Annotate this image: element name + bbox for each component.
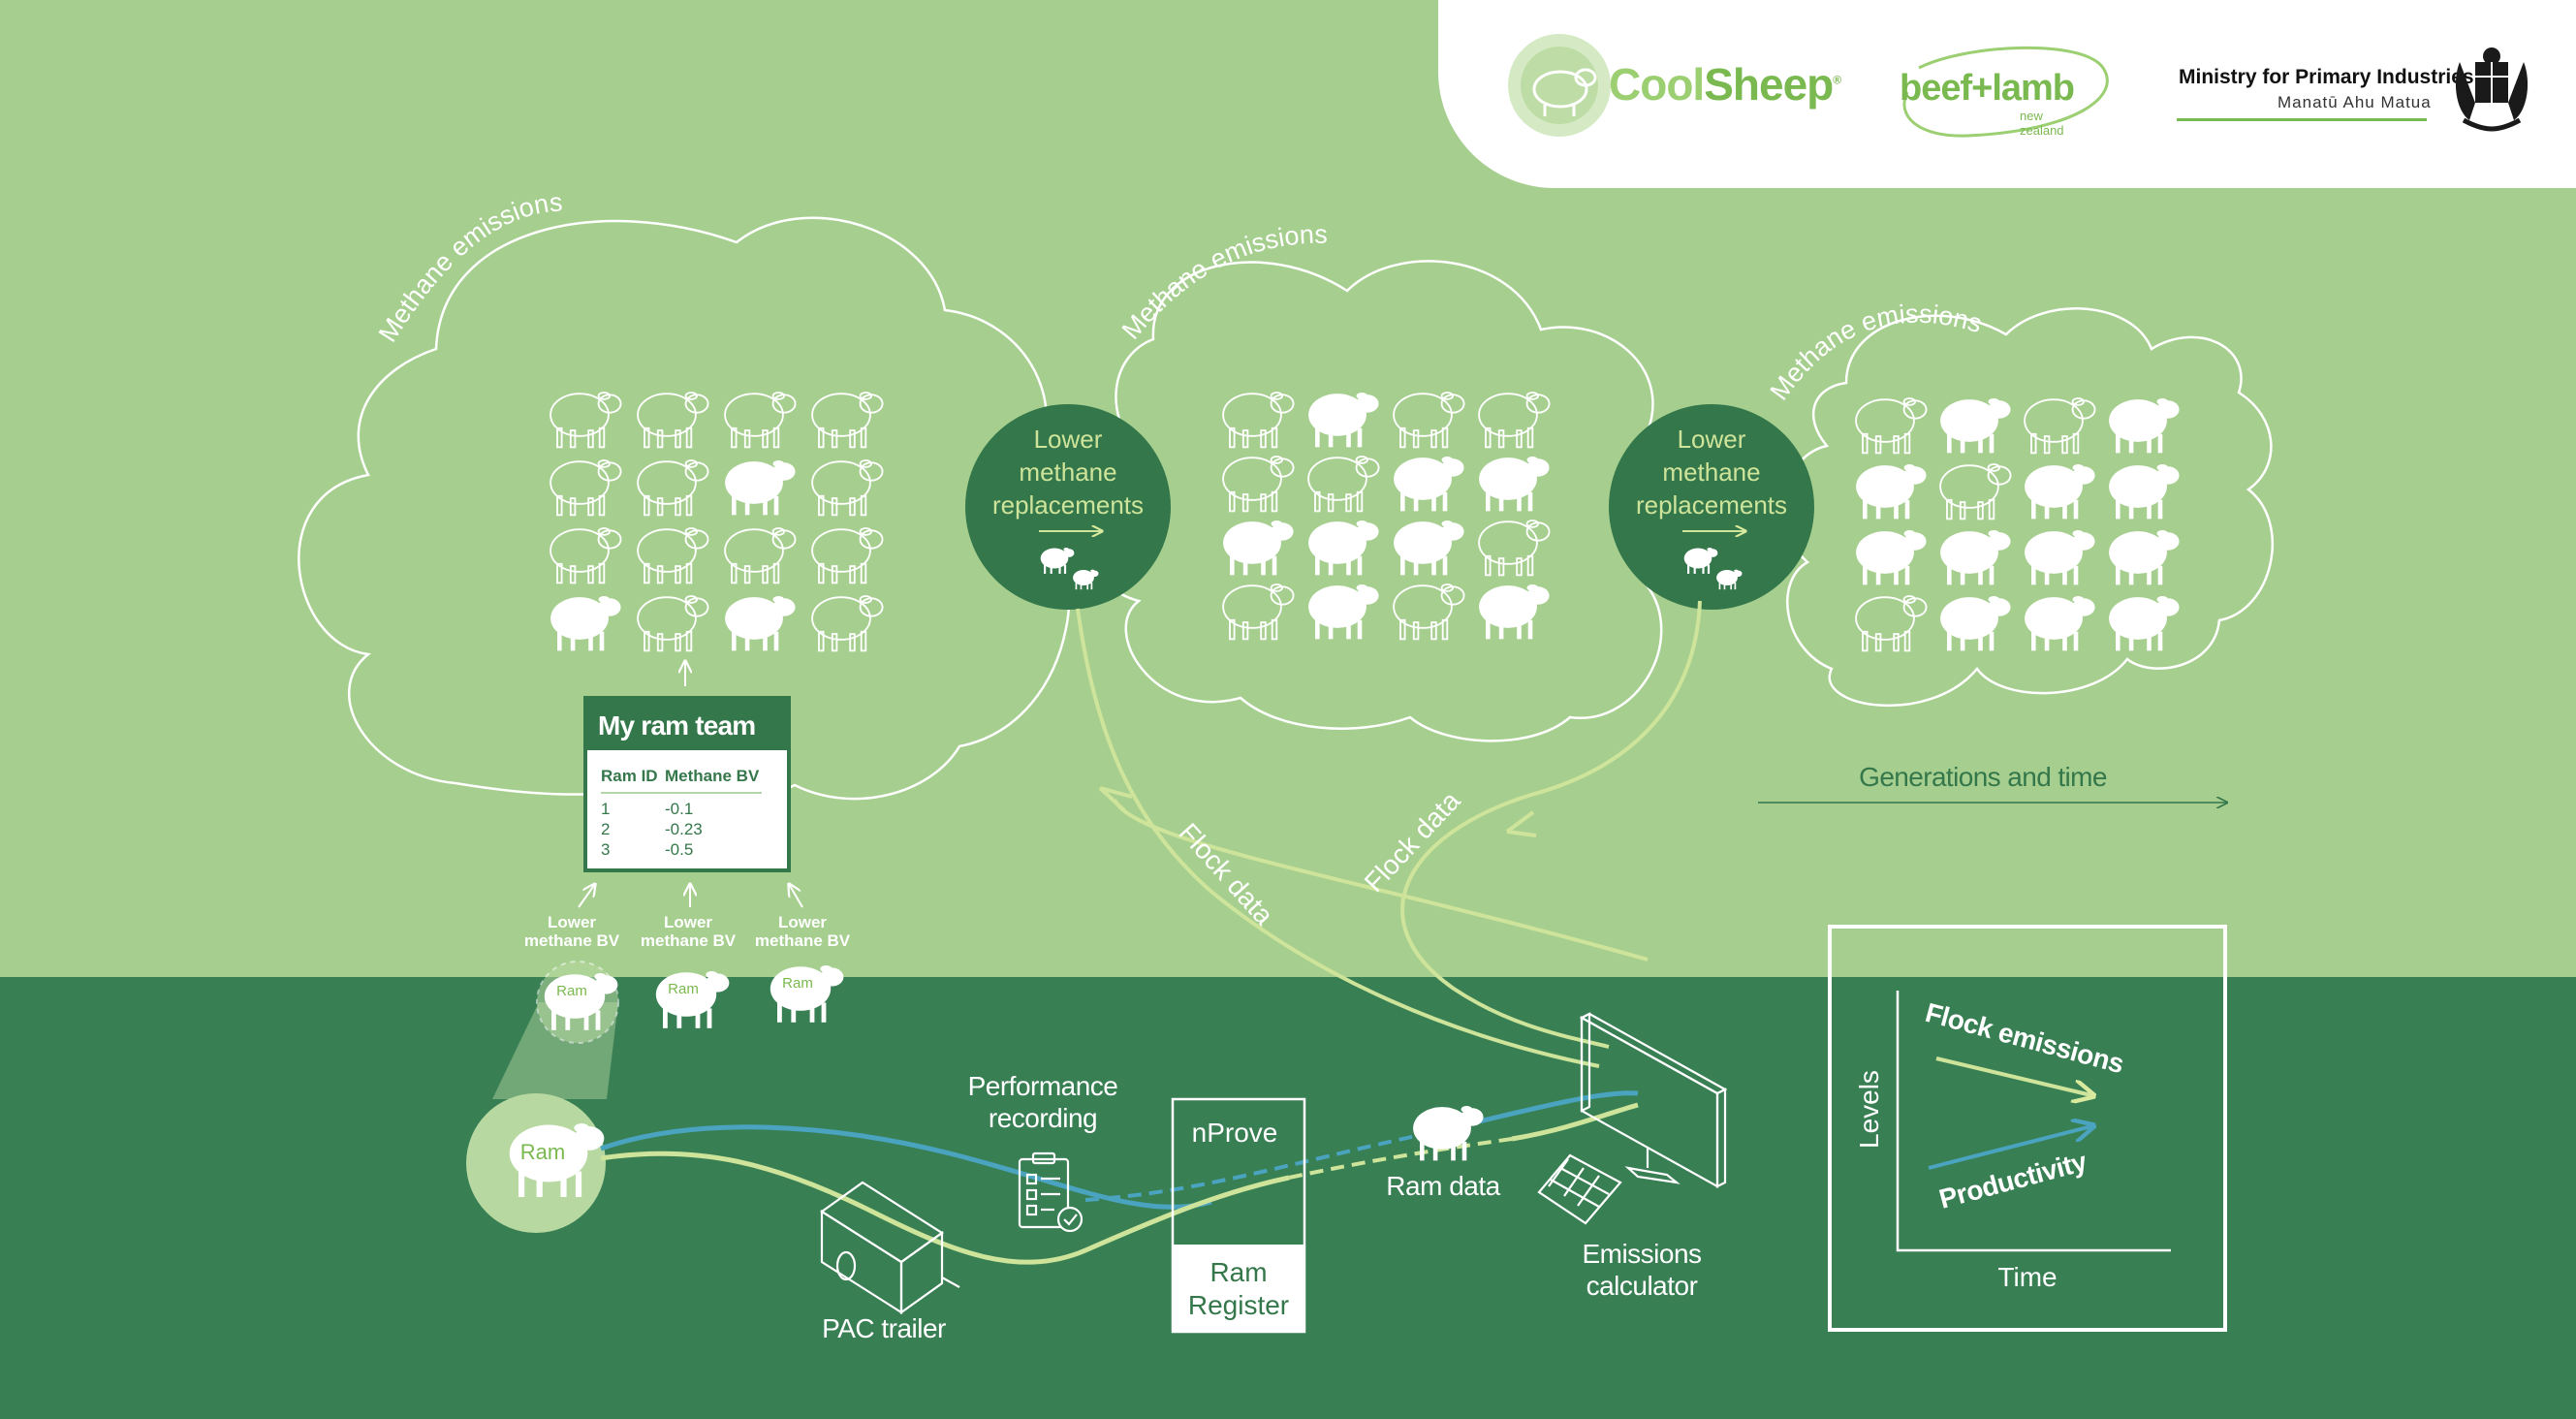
ram-1-label-line2: methane BV <box>524 931 620 950</box>
replacement-2-line2: methane <box>1662 457 1760 487</box>
col-ram-id: Ram ID <box>601 767 658 785</box>
beef-lamb-wordmark: beef+lamb <box>1900 68 2075 109</box>
blue-data-line-1 <box>600 1124 1212 1210</box>
registered-mark: ® <box>1833 73 1841 87</box>
ram-1-tag: Ram <box>556 983 587 999</box>
mpi-subtitle: Manatū Ahu Matua <box>2278 93 2432 111</box>
ram-1-label-line1: Lower <box>548 913 596 931</box>
col-methane-bv: Methane BV <box>665 767 760 785</box>
ram-icon-1: Ram <box>544 973 618 1030</box>
mpi-title: Ministry for Primary Industries <box>2179 66 2474 88</box>
performance-label-1: Performance <box>968 1071 1118 1101</box>
ram-3-label-line1: Lower <box>778 913 827 931</box>
ram-icon-2: Ram <box>655 971 730 1028</box>
ram-2-label-line2: methane BV <box>641 931 737 950</box>
ram-data-label: Ram data <box>1386 1171 1500 1201</box>
ram-icon-origin: Ram <box>509 1123 605 1197</box>
flock-data-flow-2 <box>1400 600 1702 1049</box>
row-1-bv: -0.1 <box>665 800 693 818</box>
nz-coat-of-arms-icon <box>2455 47 2529 132</box>
arrowhead-icon <box>1098 786 1133 812</box>
performance-label-2: recording <box>989 1103 1097 1133</box>
mpi-underline <box>2177 118 2427 121</box>
emissions-trend-line <box>1935 1056 2091 1095</box>
flock-data-arrow-1 <box>1113 799 1649 962</box>
ram-label-3: Lower methane BV <box>755 913 851 950</box>
up-arrow-icon <box>789 884 803 908</box>
ram-2-label-line1: Lower <box>664 913 712 931</box>
ram-team-title: My ram team <box>598 710 755 741</box>
productivity-trend-line <box>1928 1126 2091 1170</box>
row-2-bv: -0.23 <box>665 820 703 838</box>
ram-origin-tag: Ram <box>520 1140 565 1164</box>
row-1-id: 1 <box>601 800 610 818</box>
replacement-circle-2: Lower methane replacements <box>1609 404 1814 610</box>
mini-chart-xlabel: Time <box>1997 1262 2057 1292</box>
arrowhead-icon <box>1505 810 1537 837</box>
computer-icon <box>1537 1012 1728 1225</box>
ram-3-tag: Ram <box>782 975 813 992</box>
beef-lamb-subtext: new zealand <box>2020 109 2064 138</box>
emissions-label-2: calculator <box>1586 1271 1698 1301</box>
emissions-label-1: Emissions <box>1582 1239 1701 1269</box>
replacement-2-line3: replacements <box>1636 490 1787 520</box>
pac-trailer-label: PAC trailer <box>822 1313 946 1343</box>
ram-register-line1: Ram <box>1209 1257 1267 1287</box>
replacement-2-line1: Lower <box>1678 425 1746 454</box>
coolsheep-logo: CoolSheep® <box>1506 27 1913 173</box>
lime-data-line-1 <box>600 1151 1290 1265</box>
mini-chart-ylabel: Levels <box>1854 1070 1884 1149</box>
flock-data-flow-1 <box>1076 608 1600 1068</box>
up-arrow-icon <box>578 884 595 908</box>
ram-icon-3: Ram <box>770 965 844 1023</box>
beef-lamb-logo: beef+lamb new zealand <box>1438 0 2109 138</box>
replacement-circle-1: Lower methane replacements <box>965 404 1171 610</box>
coolsheep-word-cool: Cool <box>1609 59 1705 110</box>
ram-label-1: Lower methane BV <box>524 913 620 950</box>
replacement-1-line1: Lower <box>1034 425 1103 454</box>
ram-register-line2: Register <box>1188 1290 1289 1320</box>
pac-trailer-icon <box>820 1181 960 1315</box>
coolsheep-word-sheep: Sheep <box>1704 59 1834 110</box>
lower-background <box>0 977 2576 1419</box>
replacement-1-line2: methane <box>1019 457 1116 487</box>
ram-team-card: My ram team Ram ID Methane BV 1 -0.1 2 -… <box>583 696 791 872</box>
logo-bar: CoolSheep® beef+lamb new zealand Ministr… <box>1438 0 2576 188</box>
lime-data-line-2 <box>1511 1102 1639 1142</box>
blue-data-line-dashed <box>1084 1132 1426 1202</box>
ram-3-label-line2: methane BV <box>755 931 851 950</box>
ram-label-2: Lower methane BV <box>641 913 737 950</box>
generations-label: Generations and time <box>1859 762 2107 792</box>
lime-data-line-dashed <box>1288 1137 1513 1180</box>
row-2-id: 2 <box>601 820 610 838</box>
mini-chart-axes <box>1896 991 2171 1252</box>
replacement-1-line3: replacements <box>992 490 1144 520</box>
nprove-box: nProve Ram Register <box>1171 1097 1306 1334</box>
clipboard-icon <box>1018 1151 1084 1233</box>
methane-cloud-3 <box>1781 307 2274 708</box>
nprove-label: nProve <box>1192 1118 1278 1148</box>
ram-2-tag: Ram <box>668 981 699 997</box>
coolsheep-emblem-icon <box>1508 34 1611 137</box>
methane-cloud-1 <box>298 216 1072 803</box>
row-3-id: 3 <box>601 840 610 859</box>
beef-lamb-swoosh-icon <box>1902 46 2109 138</box>
row-3-bv: -0.5 <box>665 840 693 859</box>
